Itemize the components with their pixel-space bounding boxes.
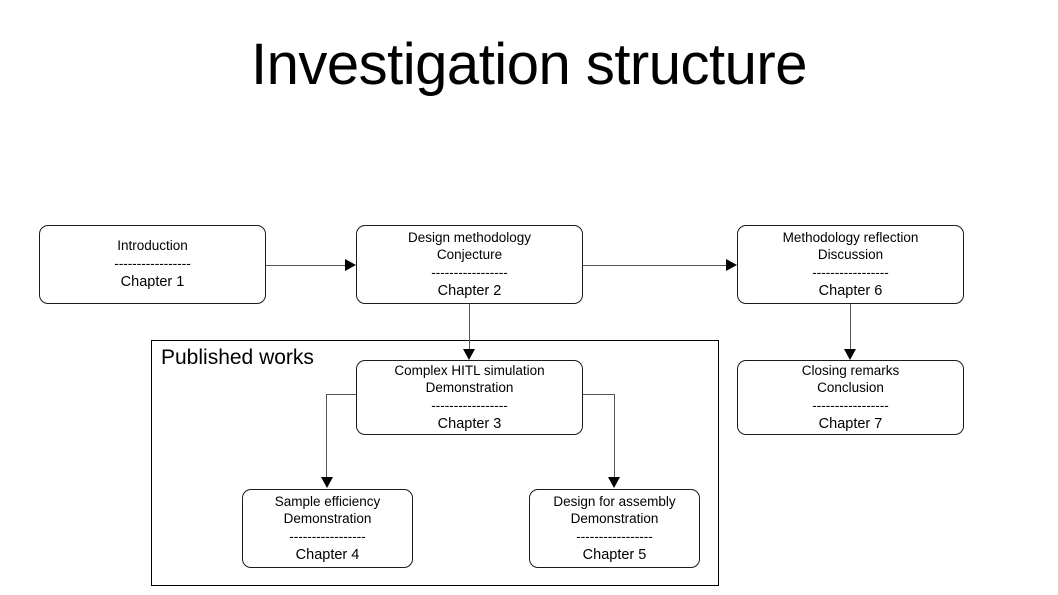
connector-ch1-to-ch2 (266, 265, 346, 266)
node-chapter-5[interactable]: Design for assembly Demonstration ------… (529, 489, 700, 568)
node-chapter-7-chapter: Chapter 7 (818, 415, 883, 432)
node-chapter-5-line2: Demonstration (570, 510, 659, 526)
node-chapter-4-line2: Demonstration (283, 510, 372, 526)
group-published-works (151, 340, 719, 586)
node-chapter-4-separator: ----------------- (289, 528, 366, 544)
arrow-ch2-to-ch3-head (462, 349, 475, 360)
connector-ch3-to-ch4-vertical (326, 394, 327, 478)
node-chapter-7-line2: Conclusion (817, 379, 884, 395)
connector-ch6-to-ch7 (850, 304, 851, 350)
arrow-ch2-to-ch6-head (726, 258, 737, 271)
node-chapter-6-line2: Discussion (817, 246, 884, 262)
node-chapter-6-line1: Methodology reflection (782, 229, 919, 245)
node-chapter-1[interactable]: Introduction ----------------- Chapter 1 (39, 225, 266, 304)
node-chapter-4[interactable]: Sample efficiency Demonstration --------… (242, 489, 413, 568)
node-chapter-2-line1: Design methodology (407, 229, 532, 245)
node-chapter-7[interactable]: Closing remarks Conclusion -------------… (737, 360, 964, 435)
node-chapter-5-line1: Design for assembly (553, 493, 676, 509)
node-chapter-7-separator: ----------------- (812, 397, 889, 413)
node-chapter-5-chapter: Chapter 5 (582, 546, 647, 563)
arrow-ch3-to-ch5-head (608, 477, 620, 488)
connector-ch3-to-ch5-horizontal (583, 394, 615, 395)
connector-ch2-to-ch3 (469, 304, 470, 350)
connector-ch3-to-ch5-vertical (614, 394, 615, 478)
node-chapter-3-line2: Demonstration (425, 379, 514, 395)
node-chapter-2-line2: Conjecture (436, 246, 503, 262)
node-chapter-2[interactable]: Design methodology Conjecture ----------… (356, 225, 583, 304)
node-chapter-6-separator: ----------------- (812, 264, 889, 280)
node-chapter-3-separator: ----------------- (431, 397, 508, 413)
node-chapter-2-separator: ----------------- (431, 264, 508, 280)
node-chapter-3-line1: Complex HITL simulation (394, 362, 545, 378)
node-chapter-3-chapter: Chapter 3 (437, 415, 502, 432)
node-chapter-3[interactable]: Complex HITL simulation Demonstration --… (356, 360, 583, 435)
arrow-ch6-to-ch7-head (843, 349, 856, 360)
node-chapter-1-separator: ----------------- (114, 256, 191, 271)
arrow-ch3-to-ch4-head (320, 477, 333, 488)
node-chapter-5-separator: ----------------- (576, 528, 653, 544)
node-chapter-4-line1: Sample efficiency (274, 493, 381, 509)
node-chapter-1-chapter: Chapter 1 (120, 274, 185, 290)
node-chapter-6[interactable]: Methodology reflection Discussion ------… (737, 225, 964, 304)
node-chapter-2-chapter: Chapter 2 (437, 282, 502, 299)
page-title: Investigation structure (251, 32, 807, 97)
connector-ch3-to-ch4-horizontal (326, 394, 357, 395)
group-published-works-label: Published works (161, 346, 314, 369)
node-chapter-1-line1: Introduction (117, 238, 188, 253)
node-chapter-7-line1: Closing remarks (801, 362, 900, 378)
node-chapter-6-chapter: Chapter 6 (818, 282, 883, 299)
connector-ch2-to-ch6 (583, 265, 727, 266)
node-chapter-4-chapter: Chapter 4 (295, 546, 360, 563)
arrow-ch1-to-ch2-head (345, 258, 356, 271)
